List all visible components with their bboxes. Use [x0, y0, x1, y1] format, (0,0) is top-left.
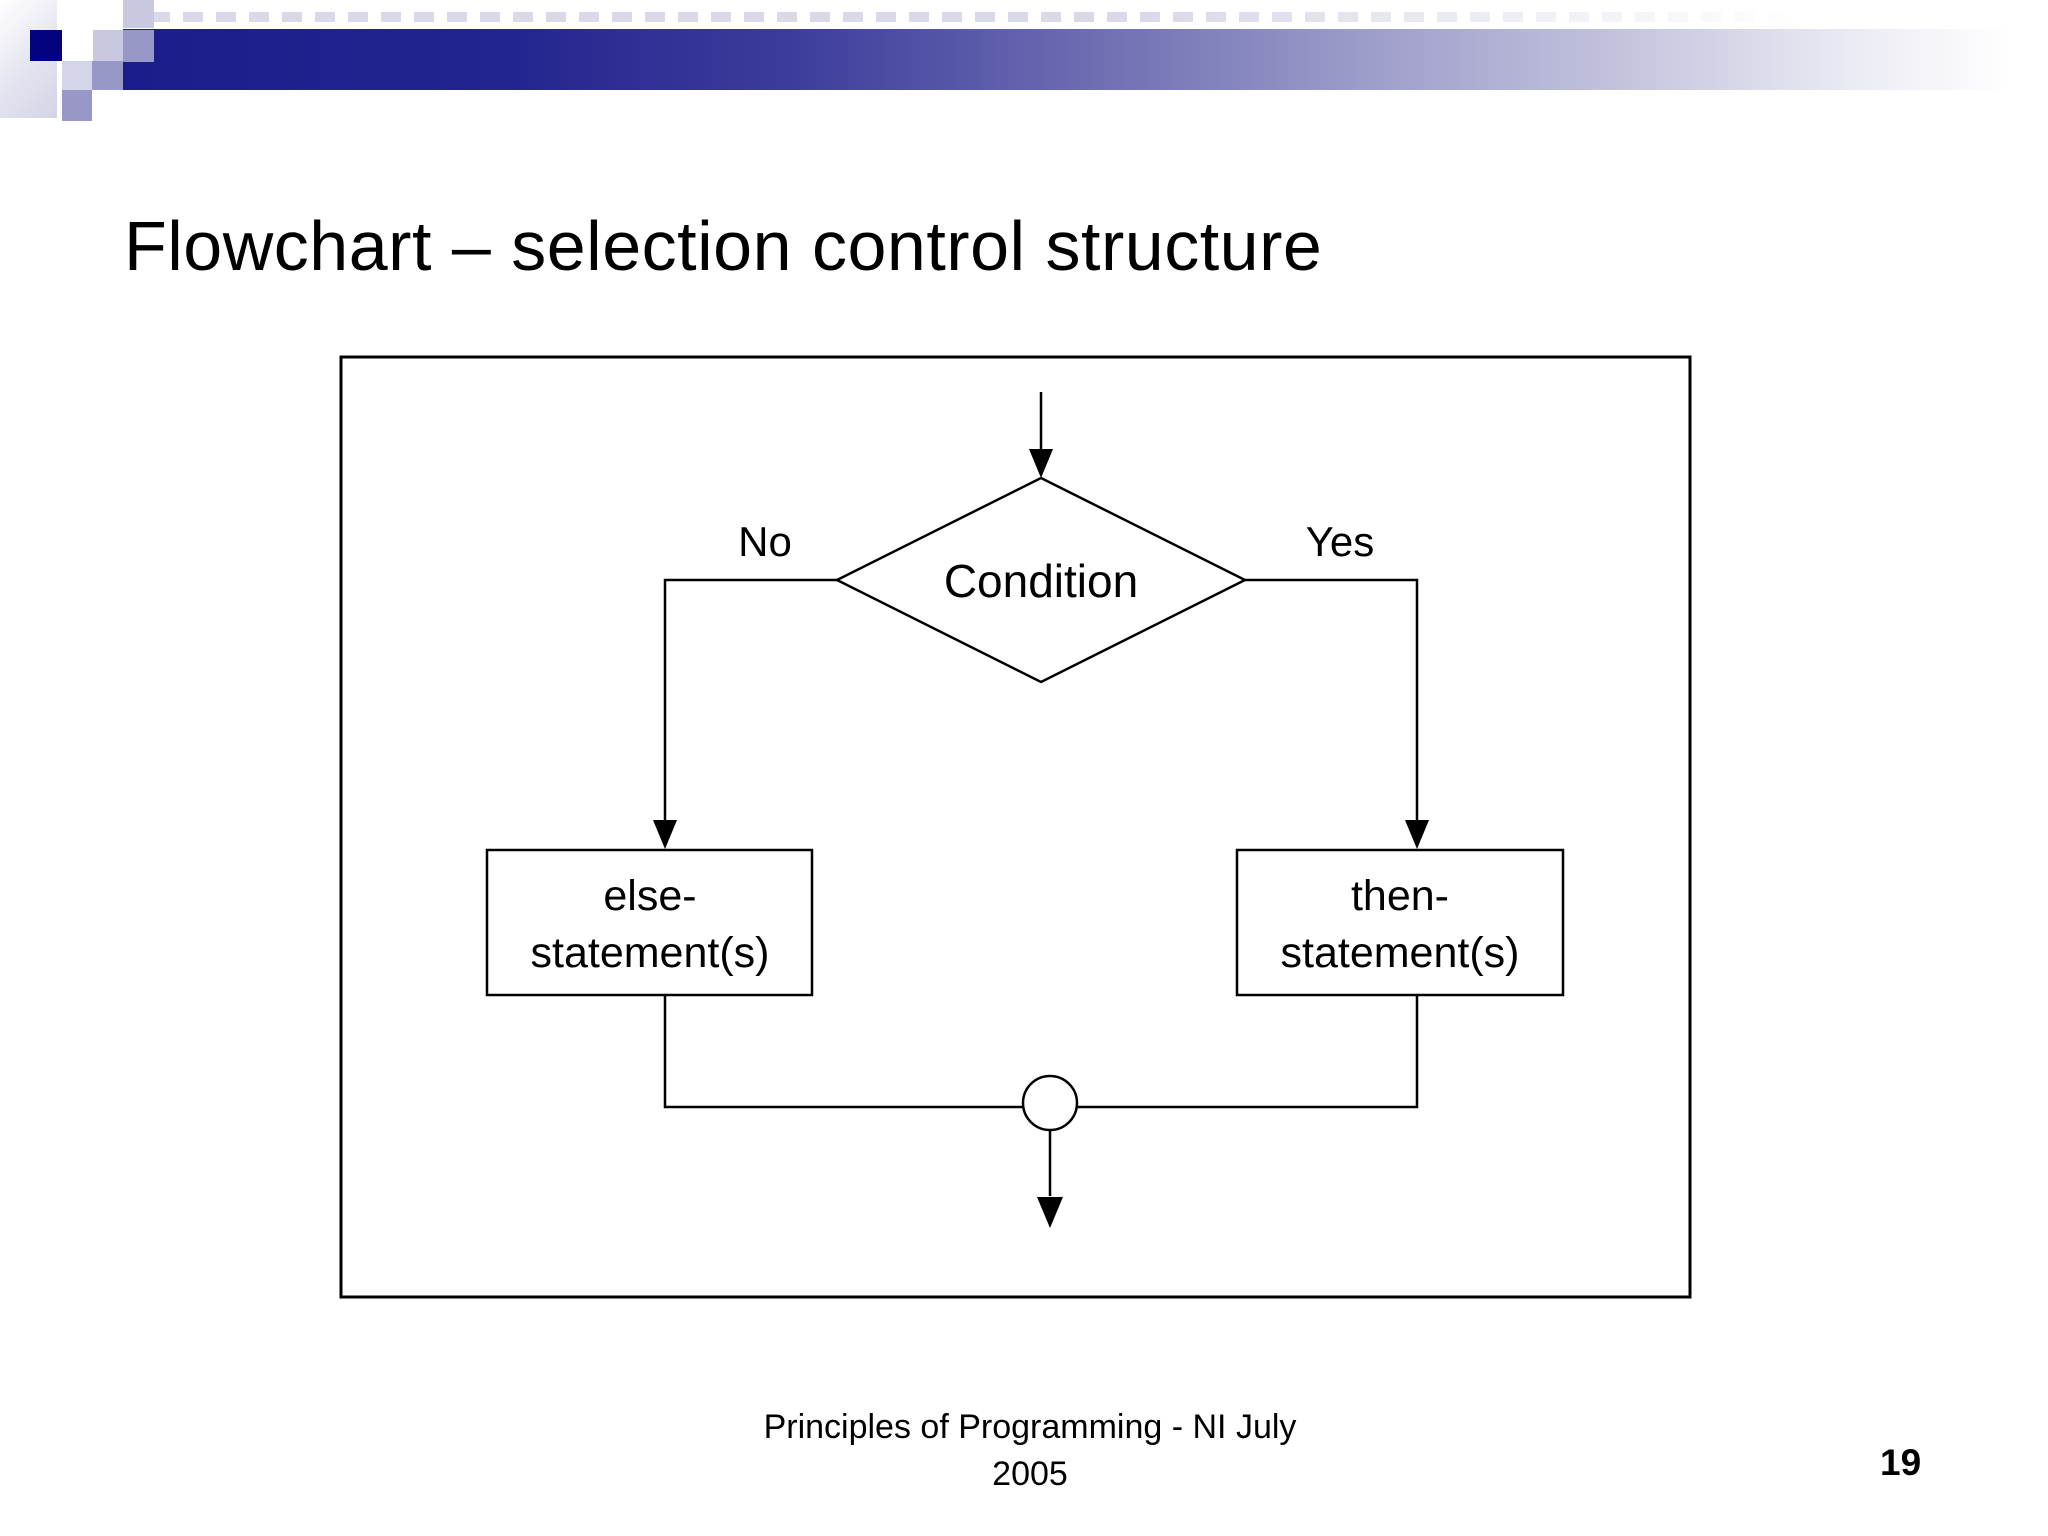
header-gradient-bar: [123, 29, 2048, 90]
merge-connector-circle: [1021, 1074, 1079, 1132]
deco-square-light-top: [123, 0, 154, 28]
exit-arrowhead-icon: [1037, 1197, 1063, 1228]
yes-branch-line: [1245, 578, 1419, 820]
then-box-label-line2: statement(s): [1281, 929, 1520, 977]
header-decoration: [0, 0, 2048, 130]
footer: Principles of Programming - NI July 2005: [524, 1404, 1536, 1498]
yes-branch-arrowhead-icon: [1405, 820, 1429, 849]
deco-square-navy: [30, 30, 62, 61]
then-merge-line: [1077, 995, 1419, 1109]
deco-square-lighter: [62, 61, 92, 90]
header-dash-pattern: [150, 12, 1950, 22]
footer-line2: 2005: [992, 1455, 1068, 1493]
condition-diamond: [834, 476, 1248, 684]
page-number: 19: [1880, 1442, 1922, 1483]
condition-label: Condition: [944, 555, 1138, 607]
then-box-label-line1: then-: [1351, 872, 1449, 920]
else-box-label-line1: else-: [603, 872, 696, 920]
entry-arrowhead-icon: [1029, 449, 1053, 478]
deco-square-medium-a: [123, 30, 154, 62]
else-box-label-line2: statement(s): [531, 929, 770, 977]
no-branch-arrowhead-icon: [653, 820, 677, 849]
deco-square-medium-c: [62, 90, 92, 121]
no-branch-label: No: [738, 518, 792, 565]
no-branch-line: [663, 578, 837, 820]
footer-line1: Principles of Programming - NI July: [763, 1408, 1297, 1446]
deco-square-medium-b: [92, 61, 123, 90]
yes-branch-label: Yes: [1306, 518, 1375, 565]
page-title: Flowchart – selection control structure: [124, 207, 1323, 285]
else-merge-line: [663, 995, 1023, 1109]
then-statement-box: [1235, 848, 1565, 997]
else-statement-box: [485, 848, 814, 997]
deco-square-light: [93, 30, 123, 62]
